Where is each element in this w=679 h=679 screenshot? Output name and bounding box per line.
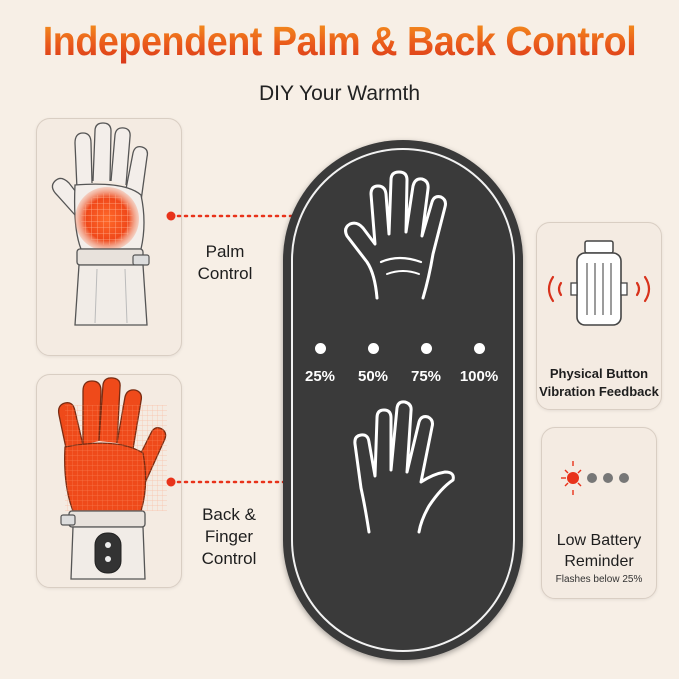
level-label-25: 25%: [304, 368, 336, 385]
level-dot-75[interactable]: [421, 343, 432, 354]
battery-card: Low Battery Reminder Flashes below 25%: [541, 427, 657, 599]
palm-control-label: Palm Control: [180, 241, 270, 285]
battery-note: Flashes below 25%: [555, 574, 643, 585]
back-control-label: Back & Finger Control: [184, 504, 274, 570]
level-dot-100[interactable]: [474, 343, 485, 354]
back-control-label-line1: Back &: [202, 505, 256, 524]
vibration-label: Physical Button Vibration Feedback: [537, 365, 661, 401]
back-glove-card: [36, 374, 182, 588]
level-dot-50[interactable]: [368, 343, 379, 354]
level-label-50: 50%: [357, 368, 389, 385]
remote-inner-border: [291, 148, 515, 652]
vibration-label-line2: Vibration Feedback: [539, 384, 659, 399]
battery-label: Low Battery Reminder: [542, 530, 656, 572]
palm-glove-card: [36, 118, 182, 356]
back-control-label-line2: Finger: [204, 527, 254, 546]
back-hand-icon[interactable]: [345, 400, 465, 542]
level-dot-25[interactable]: [315, 343, 326, 354]
vibration-card: Physical Button Vibration Feedback: [536, 222, 662, 410]
palm-control-label-line2: Control: [197, 264, 253, 283]
back-connector-dot: [166, 477, 176, 487]
back-heated-glove-icon: [57, 377, 167, 580]
back-control-label-line3: Control: [201, 549, 257, 568]
page-subtitle: DIY Your Warmth: [258, 82, 421, 105]
palm-heated-glove-icon: [51, 122, 150, 326]
remote-controller: 25% 50% 75% 100%: [283, 140, 523, 660]
battery-label-line2: Reminder: [564, 553, 634, 570]
palm-hand-icon[interactable]: [341, 170, 461, 310]
battery-label-line1: Low Battery: [556, 532, 642, 549]
level-label-75: 75%: [410, 368, 442, 385]
palm-control-label-line1: Palm: [205, 242, 245, 261]
palm-connector-dot: [166, 211, 176, 221]
vibration-label-line1: Physical Button: [549, 366, 649, 381]
vibration-motor-icon: [547, 240, 651, 326]
page-title: Independent Palm & Back Control: [27, 18, 652, 65]
level-label-100: 100%: [459, 368, 499, 385]
battery-led-icon: [561, 461, 629, 495]
